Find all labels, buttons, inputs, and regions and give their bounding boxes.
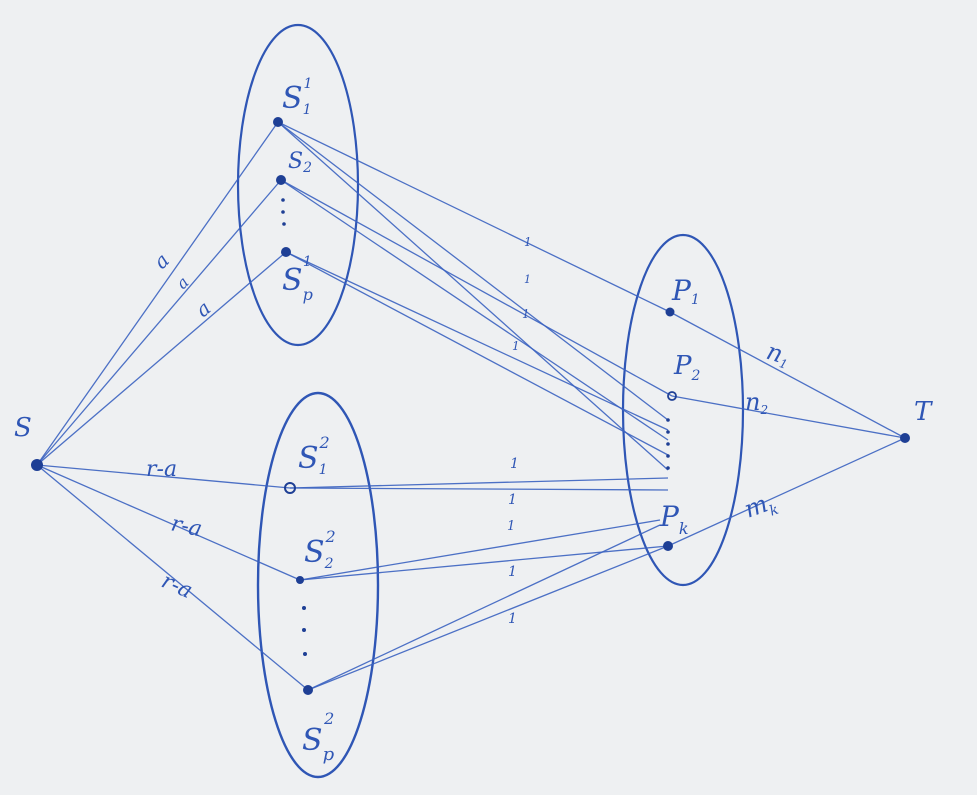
ellipsis-s1 [281,198,286,226]
node-s1-first [273,117,283,127]
edge-label-middle-upper-3: 1 [522,307,530,321]
label-s1-last: Sp1 [282,254,313,304]
node-source [31,459,43,471]
edge-label-source-s2-2: r-a [169,511,205,542]
edge-label-middle-lower-3: 1 [507,519,515,534]
label-p2: P2 [673,351,701,384]
edge-label-middle-upper-1: 1 [524,235,532,249]
ellipsis-p [666,418,670,470]
node-p2 [667,391,677,401]
node-p1 [665,307,675,317]
label-s2-last: Sp2 [302,709,335,765]
edge-label-p-sink-3: mk [740,487,780,528]
cluster-s2-ellipse [256,391,380,779]
edge-label-source-s2-3: r-a [158,569,197,604]
label-pk: Pk [659,500,689,538]
edges-s2-p [289,477,669,691]
edge-label-middle-lower-1: 1 [510,456,519,472]
edge-label-middle-lower-2: 1 [508,492,517,508]
node-sink [900,433,910,443]
label-s2-first: S12 [298,433,330,478]
node-s2-first [284,482,296,494]
cluster-s1-ellipse [236,23,360,347]
edge-label-p-sink-1: n1 [763,337,794,372]
edge-label-source-s1-3: a [191,296,216,322]
node-s2-last [303,685,313,695]
node-pk [663,541,673,551]
node-s1-last [281,247,291,257]
ellipsis-s2 [302,606,307,656]
label-s1-second: S2 [288,149,312,176]
edge-label-middle-upper-2: 1 [524,273,531,286]
edges-p-sink [667,311,906,547]
label-s2-second: S22 [304,527,336,572]
label-p1: P1 [671,274,700,308]
edge-label-source-s2-1: r-a [146,457,177,482]
edges-source-s2 [36,464,309,691]
label-s1-first: S11 [282,76,312,118]
edge-label-source-s1-1: a [149,248,174,273]
label-sink: T [914,397,933,427]
edge-label-middle-upper-4: 1 [512,339,520,353]
edge-label-p-sink-2: n2 [745,388,768,417]
node-s2-second [296,576,304,584]
edges-s1-p [277,121,673,471]
edges-source-s1 [36,121,287,466]
edge-label-source-s1-2: a [172,273,192,293]
edge-label-middle-lower-5: 1 [508,611,517,627]
edge-label-middle-lower-4: 1 [508,564,517,580]
label-source: S [14,413,32,443]
node-s1-second [276,175,286,185]
